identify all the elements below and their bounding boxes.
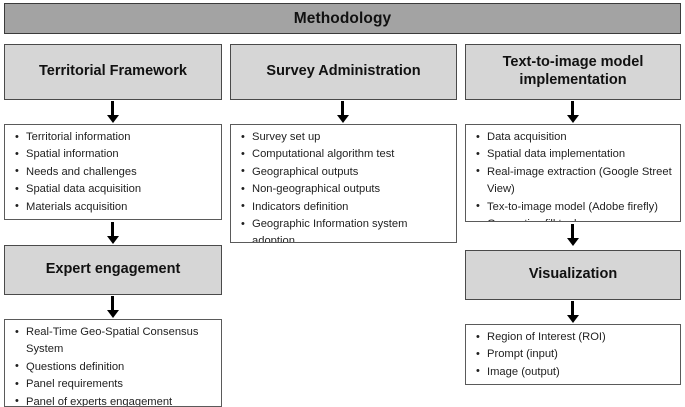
list-item: Prompt (input) (476, 346, 674, 364)
list-box-survey-administration: Survey set up Computational algorithm te… (230, 124, 457, 243)
arrow-territorial-to-list (106, 101, 120, 123)
list-item: Spatial data implementation (476, 146, 674, 164)
list-territorial-framework: Territorial information Spatial informat… (9, 128, 215, 216)
stage-box-territorial-framework: Territorial Framework (4, 44, 222, 100)
list-item: Survey set up (241, 128, 450, 146)
stage-title-visualization: Visualization (528, 266, 618, 283)
list-item: Panel requirements (15, 376, 215, 394)
stage-box-survey-administration: Survey Administration (230, 44, 457, 100)
stage-box-expert-engagement: Expert engagement (4, 245, 222, 295)
list-item: Computational algorithm test (241, 146, 450, 164)
arrow-text-to-image-list-to-visualization (566, 224, 580, 246)
list-item: Region of Interest (ROI) (476, 328, 674, 346)
stage-title-territorial-framework: Territorial Framework (38, 63, 187, 80)
list-text-to-image-model: Data acquisition Spatial data implementa… (470, 128, 674, 221)
list-item: Questions definition (15, 358, 215, 376)
list-item: Tex-to-image model (Adobe firefly) (476, 198, 674, 216)
arrow-territorial-list-to-expert (106, 222, 120, 244)
list-box-visualization: Region of Interest (ROI) Prompt (input) … (465, 324, 681, 385)
stage-title-expert-engagement: Expert engagement (45, 261, 181, 278)
list-survey-administration: Survey set up Computational algorithm te… (235, 128, 450, 242)
list-item: Territorial information (15, 128, 215, 146)
list-item: Geographic Information system adoption (241, 216, 450, 242)
list-item: Data acquisition (476, 128, 674, 146)
list-expert-engagement: Real-Time Geo-Spatial Consensus System Q… (9, 324, 215, 406)
list-item: Image (output) (476, 363, 674, 381)
list-item: Needs and challenges (15, 163, 215, 181)
list-item: Indicators definition (241, 198, 450, 216)
list-item: Real-Time Geo-Spatial Consensus System (15, 324, 215, 359)
list-item: Spatial data acquisition (15, 181, 215, 199)
list-item: Geographical outputs (241, 163, 450, 181)
list-box-text-to-image-model: Data acquisition Spatial data implementa… (465, 124, 681, 222)
list-item: Panel of experts engagement (15, 393, 215, 406)
list-item: Real-image extraction (Google Street Vie… (476, 163, 674, 199)
list-box-expert-engagement: Real-Time Geo-Spatial Consensus System Q… (4, 319, 222, 407)
list-item: Non-geographical outputs (241, 181, 450, 199)
arrow-expert-to-list (106, 296, 120, 318)
stage-box-visualization: Visualization (465, 250, 681, 300)
diagram-title: Methodology (293, 9, 392, 27)
arrow-visualization-to-list (566, 301, 580, 323)
list-item: Spatial information (15, 146, 215, 164)
stage-box-text-to-image-model: Text-to-image model implementation (465, 44, 681, 100)
diagram-title-bar: Methodology (4, 3, 681, 34)
arrow-survey-to-list (336, 101, 350, 123)
stage-title-survey-administration: Survey Administration (266, 63, 421, 80)
list-item: Materials acquisition (15, 198, 215, 216)
list-box-territorial-framework: Territorial information Spatial informat… (4, 124, 222, 220)
list-item: Generative fill tool (476, 216, 674, 221)
stage-title-text-to-image-model: Text-to-image model implementation (502, 54, 644, 88)
list-visualization: Region of Interest (ROI) Prompt (input) … (470, 328, 674, 381)
arrow-text-to-image-to-list (566, 101, 580, 123)
